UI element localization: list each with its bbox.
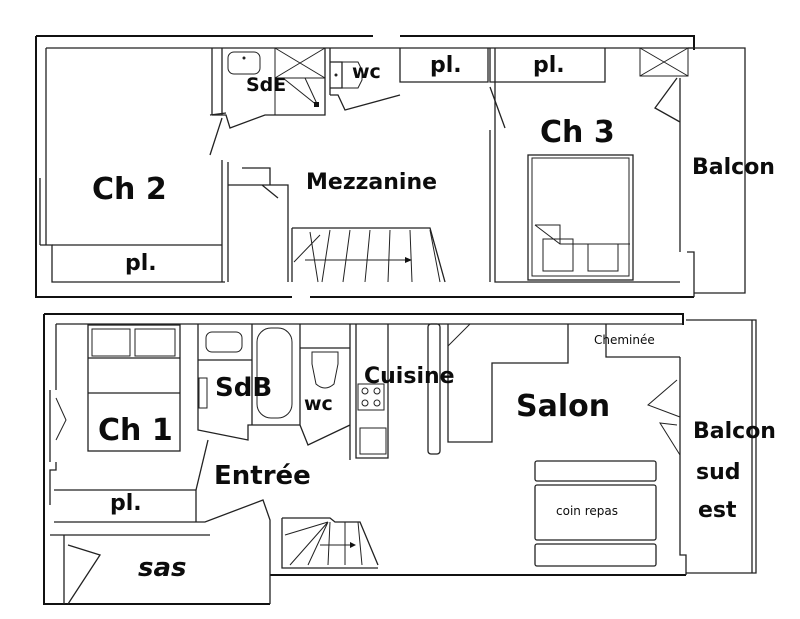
room-label-balcon-upper: Balcon [692, 155, 775, 180]
room-label-sde: SdE [246, 74, 287, 96]
closet-label-pl-b: pl. [533, 53, 565, 78]
room-label-balcon-sud: sud [696, 460, 741, 485]
room-label-cuisine: Cuisine [364, 364, 455, 389]
closet-label-pl-ch2: pl. [125, 251, 157, 276]
room-label-wc-upper: wc [352, 61, 381, 83]
room-label-wc-lower: wc [304, 393, 333, 415]
closet-label-pl-a: pl. [430, 53, 462, 78]
room-label-balcon-est: est [698, 498, 737, 523]
room-label-ch2: Ch 2 [92, 172, 167, 207]
closet-label-pl-lower: pl. [110, 491, 142, 516]
room-label-balcon-lower: Balcon [693, 419, 776, 444]
room-label-cheminee: Cheminée [594, 333, 655, 347]
room-label-sdb: SdB [215, 373, 273, 403]
upper-floor [35, 35, 746, 298]
room-label-sas: sas [138, 553, 187, 583]
room-label-ch1: Ch 1 [98, 413, 173, 448]
room-label-ch3: Ch 3 [540, 115, 615, 150]
room-label-salon: Salon [516, 389, 611, 424]
room-label-entree: Entrée [214, 461, 311, 491]
room-label-mezzanine: Mezzanine [306, 170, 438, 195]
room-label-coin-repas: coin repas [556, 504, 618, 518]
lower-floor [43, 313, 757, 605]
